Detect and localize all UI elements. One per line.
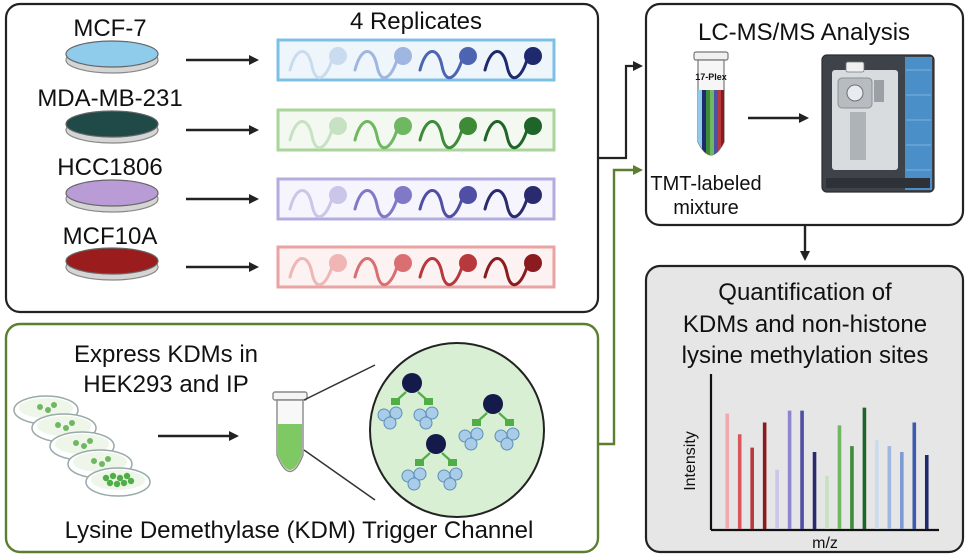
cell-line-row: HCC1806 <box>57 154 556 221</box>
peptide-tag <box>353 117 412 150</box>
cell-line-row: MCF-7 <box>65 15 556 82</box>
peptide-tag <box>288 254 347 287</box>
x-axis-label: m/z <box>812 535 838 552</box>
peptide-tag <box>288 47 347 80</box>
hek293-dishes <box>13 395 151 497</box>
replicate-frame <box>276 245 556 289</box>
peptide-tag <box>418 254 477 287</box>
peptide-tag <box>483 186 542 219</box>
ip-tube-icon <box>272 391 308 473</box>
quant-panel <box>644 264 965 554</box>
kdm-text-line1: Express KDMs in <box>74 341 258 368</box>
peptide-tag <box>483 254 542 287</box>
kdm-caption: Lysine Demethylase (KDM) Trigger Channel <box>65 517 534 544</box>
petri-dish-icon <box>65 179 159 213</box>
peptide-tag <box>418 117 477 150</box>
zoom-line-bottom <box>303 449 376 501</box>
replicates-title: 4 Replicates <box>350 8 482 35</box>
petri-dish-icon <box>65 110 159 144</box>
tmt-tube-icon: 17-Plex <box>693 51 729 156</box>
petri-dish-icon <box>65 40 159 74</box>
kdm-complexes <box>377 373 520 491</box>
mixture-line1: TMT-labeled <box>650 173 761 195</box>
replicate-frame <box>276 177 556 221</box>
y-axis-label: Intensity <box>682 431 699 491</box>
kdm-complex-icon <box>458 394 520 451</box>
tube-plex-label: 17-Plex <box>695 72 727 82</box>
lcms-title: LC-MS/MS Analysis <box>698 19 910 46</box>
peptide-tag <box>483 117 542 150</box>
mass-spectrometer-icon <box>821 54 935 193</box>
peptide-tag <box>353 254 412 287</box>
peptide-tag <box>418 186 477 219</box>
peptide-tag <box>483 47 542 80</box>
kdm-complex-icon <box>377 373 439 430</box>
cell-line-row: MCF10A <box>63 223 556 289</box>
peptide-tag <box>288 117 347 150</box>
peptide-tag <box>353 47 412 80</box>
peptide-tag <box>418 47 477 80</box>
cell-line-label: MDA-MB-231 <box>37 85 182 112</box>
kdm-complex-icon <box>401 434 463 491</box>
panel-connector-arrow <box>598 61 643 160</box>
replicate-frame <box>276 38 556 82</box>
cell-line-label: MCF10A <box>63 223 158 250</box>
kdm-text-line2: HEK293 and IP <box>83 371 248 398</box>
mixture-line2: mixture <box>673 197 739 219</box>
cell-line-label: MCF-7 <box>73 15 146 42</box>
peptide-tag <box>288 186 347 219</box>
peptide-tag <box>353 186 412 219</box>
cell-line-label: HCC1806 <box>57 154 162 181</box>
petri-dish-icon <box>65 247 159 281</box>
cell-line-row: MDA-MB-231 <box>37 85 556 152</box>
zoom-line-top <box>303 364 376 401</box>
quant-line1: Quantification of <box>718 279 892 306</box>
replicate-frame <box>276 108 556 152</box>
kdm-connector-arrow <box>598 165 643 446</box>
quant-line2: KDMs and non-histone <box>683 311 927 338</box>
spectrum-chart: m/z Intensity <box>682 374 939 552</box>
quant-line3: lysine methylation sites <box>682 342 929 369</box>
